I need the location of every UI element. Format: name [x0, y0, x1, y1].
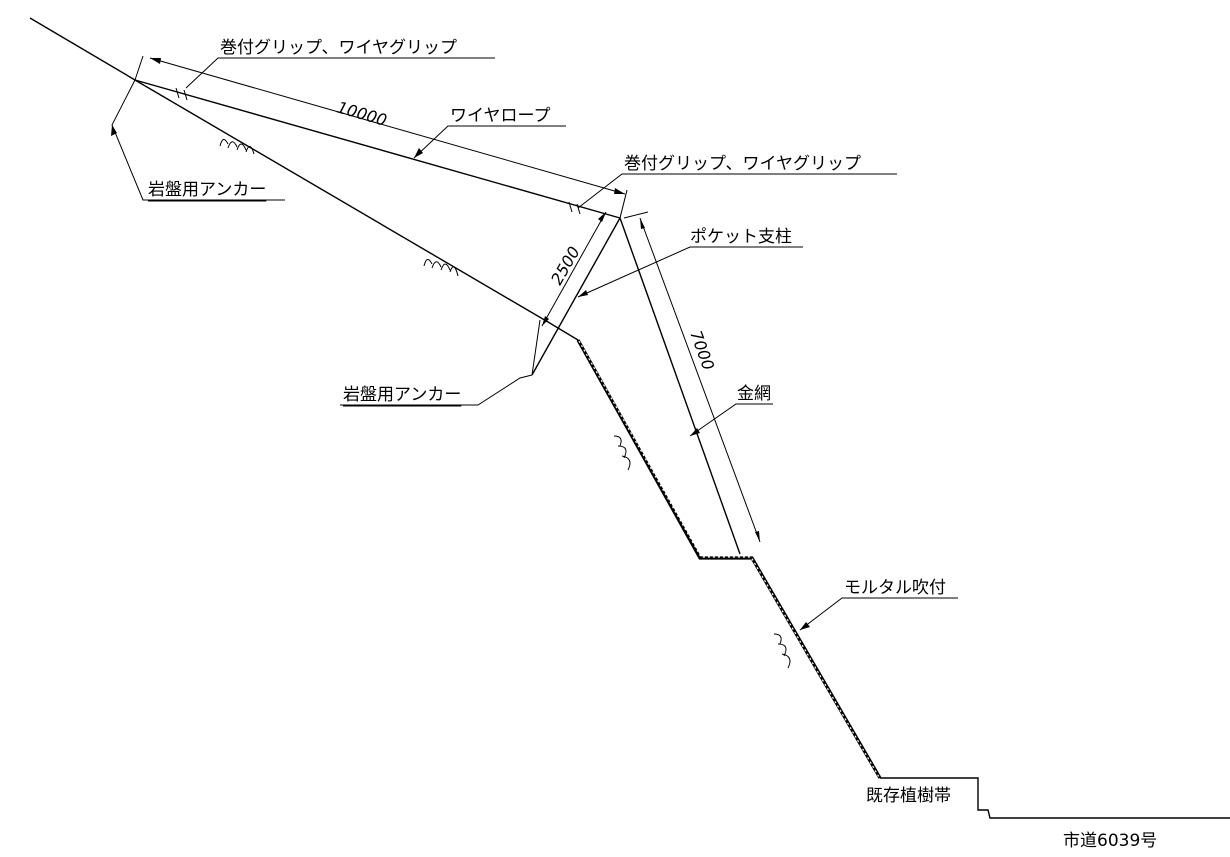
rock-hatch-2: [423, 259, 459, 277]
arrowhead: [800, 622, 810, 630]
dim-7000-ext-top: [623, 211, 649, 219]
vegetation-label: 既存植樹帯: [866, 786, 951, 806]
anchor-left-leader: [111, 79, 285, 201]
wire-net: [619, 217, 741, 555]
anchor-mid-label: 岩盤用アンカー: [343, 385, 461, 405]
dim-10000-ext-right: [619, 189, 628, 219]
pocket-post-label: ポケット支柱: [690, 227, 792, 247]
anchor-left-label: 岩盤用アンカー: [148, 180, 266, 200]
grip-mid-leader: [577, 173, 897, 209]
arrowhead: [542, 316, 549, 326]
arrowhead: [578, 290, 588, 297]
dim-7000-text: 7000: [686, 328, 718, 373]
pocket-post-leader: [577, 246, 803, 298]
wire-rope-leader: [413, 125, 566, 159]
grip-top-label: 巻付グリップ、ワイヤグリップ: [220, 38, 457, 58]
grip-top-leader: [185, 57, 495, 89]
lower-ground-line: [880, 777, 1230, 819]
wire-net-label: 金網: [737, 384, 771, 404]
dim-10000-text: 10000: [335, 98, 389, 130]
mortar-label: モルタル吹付: [844, 578, 946, 598]
mortar-leader: [799, 597, 958, 631]
arrowhead: [614, 188, 625, 194]
wire-rope-label: ワイヤロープ: [450, 106, 550, 126]
dim-2500-ext: [531, 319, 541, 376]
pocket-post: [531, 217, 621, 376]
anchor-mid-leader: [340, 374, 533, 406]
wire-rope: [134, 79, 621, 219]
rock-hatch-1: [219, 139, 255, 155]
arrowhead: [690, 428, 700, 436]
dim-2500-text: 2500: [547, 243, 584, 288]
arrowhead: [414, 148, 423, 158]
dim-10000-ext-left: [134, 55, 144, 81]
dim-2500-line: [541, 211, 607, 327]
rock-hatch-3: [613, 435, 631, 471]
grip-ticks-mid: [568, 201, 581, 215]
mortar-slope-texture: [578, 340, 880, 778]
arrowhead: [598, 212, 606, 222]
dim-10000-line: [149, 57, 626, 195]
road-label: 市道6039号: [1063, 831, 1157, 851]
grip-mid-label: 巻付グリップ、ワイヤグリップ: [624, 154, 861, 174]
arrowhead: [755, 531, 760, 542]
mortar-slope-surface: [576, 339, 882, 779]
grip-ticks-top: [175, 87, 188, 101]
wire-net-leader: [689, 403, 773, 437]
natural-slope-line: [29, 17, 579, 341]
arrowhead: [150, 58, 161, 64]
arrowhead: [111, 125, 117, 136]
rock-hatch-4: [773, 633, 791, 669]
dim-7000-line: [639, 217, 761, 543]
arrowhead: [640, 218, 645, 229]
